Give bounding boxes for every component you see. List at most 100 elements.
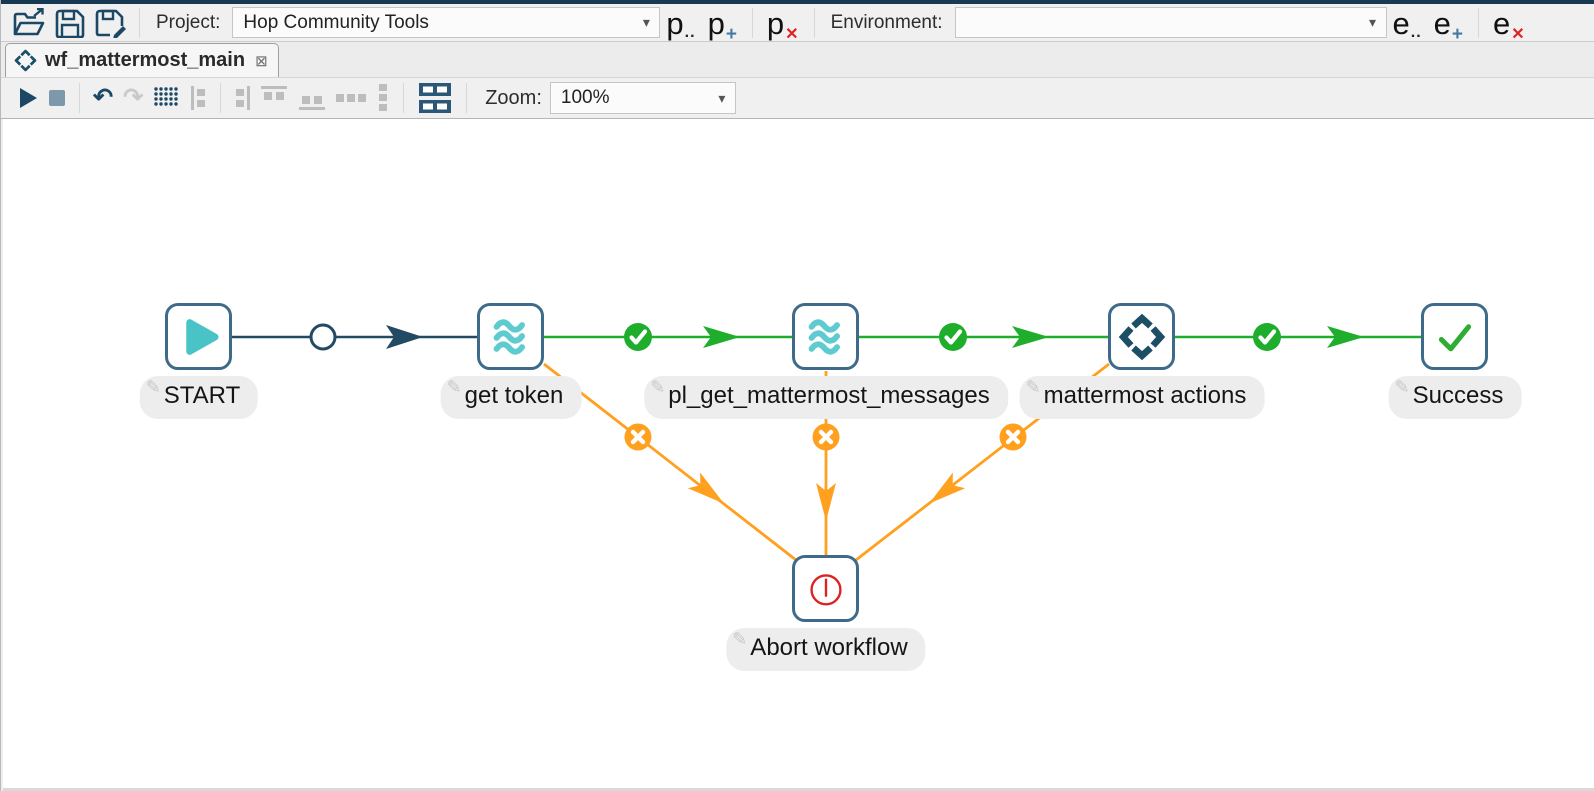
node-label-mattermost-actions[interactable]: ✎ mattermost actions bbox=[1019, 376, 1265, 419]
project-label: Project: bbox=[156, 11, 221, 33]
open-file-button[interactable] bbox=[9, 6, 49, 40]
chevron-down-icon[interactable]: ▾ bbox=[1369, 14, 1377, 30]
close-tab-icon[interactable]: ⊠ bbox=[255, 52, 268, 70]
align-right-button[interactable] bbox=[229, 82, 255, 114]
pencil-icon: ✎ bbox=[732, 629, 748, 649]
start-play-icon bbox=[185, 318, 219, 355]
node-label-success[interactable]: ✎ Success bbox=[1388, 376, 1522, 419]
add-project-button[interactable]: p + bbox=[702, 8, 744, 45]
success-hop-icon bbox=[939, 323, 967, 351]
align-bottom-button[interactable] bbox=[293, 83, 331, 113]
save-floppy-icon bbox=[55, 9, 85, 38]
distribute-horizontal-icon bbox=[336, 94, 367, 102]
redo-button[interactable]: ↷ bbox=[118, 84, 148, 112]
environment-label: Environment: bbox=[830, 11, 943, 33]
workflow-node-success[interactable] bbox=[1421, 303, 1488, 370]
toolbar-separator bbox=[139, 7, 140, 38]
play-icon bbox=[20, 88, 37, 108]
zoom-combobox[interactable]: 100% ▾ bbox=[549, 82, 736, 114]
tab-wf-mattermost-main[interactable]: wf_mattermost_main ⊠ bbox=[5, 43, 279, 77]
node-label-get-token[interactable]: ✎ get token bbox=[440, 376, 582, 419]
project-combobox[interactable]: Hop Community Tools ▾ bbox=[232, 7, 661, 38]
delete-environment-button[interactable]: e ✕ bbox=[1487, 8, 1532, 43]
file-button-group bbox=[9, 6, 131, 40]
pencil-icon: ✎ bbox=[1394, 377, 1410, 397]
chevron-down-icon[interactable]: ▾ bbox=[718, 89, 726, 106]
failure-hop-icon bbox=[999, 423, 1027, 451]
stop-icon bbox=[49, 90, 65, 106]
workflow-node-abort-workflow[interactable] bbox=[792, 555, 859, 622]
editor-tab-bar: wf_mattermost_main ⊠ bbox=[1, 42, 1594, 77]
node-label-abort-workflow[interactable]: ✎ Abort workflow bbox=[726, 628, 926, 671]
environment-combobox[interactable]: ▾ bbox=[954, 7, 1387, 38]
toolbar-separator bbox=[751, 7, 753, 38]
toolbar-separator bbox=[79, 83, 80, 113]
run-workflow-button[interactable] bbox=[13, 84, 43, 112]
toolbar-separator bbox=[1478, 7, 1480, 38]
workflow-node-get-token[interactable] bbox=[477, 303, 544, 370]
align-right-icon bbox=[236, 86, 251, 110]
toolbar-separator bbox=[813, 7, 815, 38]
toolbar-separator bbox=[403, 83, 405, 113]
snap-to-grid-button[interactable] bbox=[412, 78, 458, 118]
success-hop-icon bbox=[1253, 323, 1281, 351]
pencil-icon: ✎ bbox=[145, 377, 161, 397]
hop-mattermost-actions-to-success[interactable] bbox=[1175, 323, 1422, 351]
snap-to-grid-icon bbox=[419, 83, 452, 113]
node-label-start[interactable]: ✎ START bbox=[139, 376, 259, 419]
save-as-floppy-pencil-icon bbox=[95, 9, 126, 38]
align-top-button[interactable] bbox=[255, 83, 293, 113]
open-folder-icon bbox=[13, 7, 45, 35]
hop-get-token-to-abort[interactable] bbox=[543, 362, 797, 562]
stop-workflow-button[interactable] bbox=[43, 86, 71, 110]
delete-project-button[interactable]: p ✕ bbox=[761, 8, 806, 43]
success-check-icon bbox=[1438, 323, 1471, 351]
abort-power-icon bbox=[809, 573, 842, 605]
pipeline-waves-icon bbox=[808, 318, 840, 355]
distribute-vertically-button[interactable] bbox=[371, 81, 395, 115]
project-combobox-value: Hop Community Tools bbox=[243, 11, 429, 33]
distribute-vertical-icon bbox=[379, 84, 388, 111]
hop-connections-layer bbox=[232, 323, 1422, 562]
hop-pl-get-to-mattermost-actions[interactable] bbox=[859, 323, 1109, 351]
hop-get-token-to-pl-get[interactable] bbox=[544, 323, 793, 351]
zoom-combobox-value: 100% bbox=[560, 87, 610, 108]
align-bottom-icon bbox=[299, 96, 326, 110]
node-label-pl-get-mattermost-messages[interactable]: ✎ pl_get_mattermost_messages bbox=[644, 376, 1008, 419]
edit-environment-button[interactable]: e .. bbox=[1387, 8, 1428, 41]
zoom-label: Zoom: bbox=[485, 86, 542, 109]
workflow-canvas[interactable]: ✎ START ✎ get token ✎ pl_get_mattermost_… bbox=[1, 119, 1594, 791]
workflow-node-pl-get-mattermost-messages[interactable] bbox=[792, 303, 859, 370]
tab-title: wf_mattermost_main bbox=[45, 49, 246, 71]
toolbar-separator bbox=[466, 83, 468, 113]
distribute-horizontally-button[interactable] bbox=[331, 88, 371, 108]
main-toolbar: Project: Hop Community Tools ▾ p .. p + … bbox=[1, 0, 1594, 45]
pencil-icon: ✎ bbox=[650, 377, 666, 397]
failure-hop-icon bbox=[812, 423, 840, 451]
pencil-icon: ✎ bbox=[1025, 377, 1041, 397]
failure-hop-icon bbox=[624, 423, 652, 451]
grid-dots-icon bbox=[154, 87, 178, 106]
workflow-node-mattermost-actions[interactable] bbox=[1108, 303, 1175, 370]
hop-start-to-get-token[interactable] bbox=[232, 323, 478, 351]
save-button[interactable] bbox=[51, 6, 89, 40]
align-left-icon bbox=[191, 86, 206, 110]
workflow-icon bbox=[14, 49, 37, 72]
edit-project-button[interactable]: p .. bbox=[660, 8, 701, 41]
show-grid-button[interactable] bbox=[148, 83, 186, 113]
pencil-icon: ✎ bbox=[446, 377, 462, 397]
unconditional-hop-icon bbox=[309, 323, 337, 351]
pipeline-waves-icon bbox=[493, 318, 525, 355]
workflow-arrows-icon bbox=[1118, 313, 1165, 360]
success-hop-icon bbox=[624, 323, 652, 351]
align-left-button[interactable] bbox=[186, 82, 212, 114]
toolbar-separator bbox=[220, 83, 222, 113]
window-bottom-edge bbox=[3, 788, 1594, 791]
save-as-button[interactable] bbox=[91, 6, 131, 40]
chevron-down-icon[interactable]: ▾ bbox=[642, 14, 650, 30]
workflow-node-start[interactable] bbox=[165, 303, 232, 370]
workflow-toolbar: ↶ ↷ bbox=[1, 77, 1594, 119]
add-environment-button[interactable]: e + bbox=[1428, 8, 1470, 45]
undo-button[interactable]: ↶ bbox=[88, 84, 118, 112]
align-top-icon bbox=[261, 86, 288, 100]
